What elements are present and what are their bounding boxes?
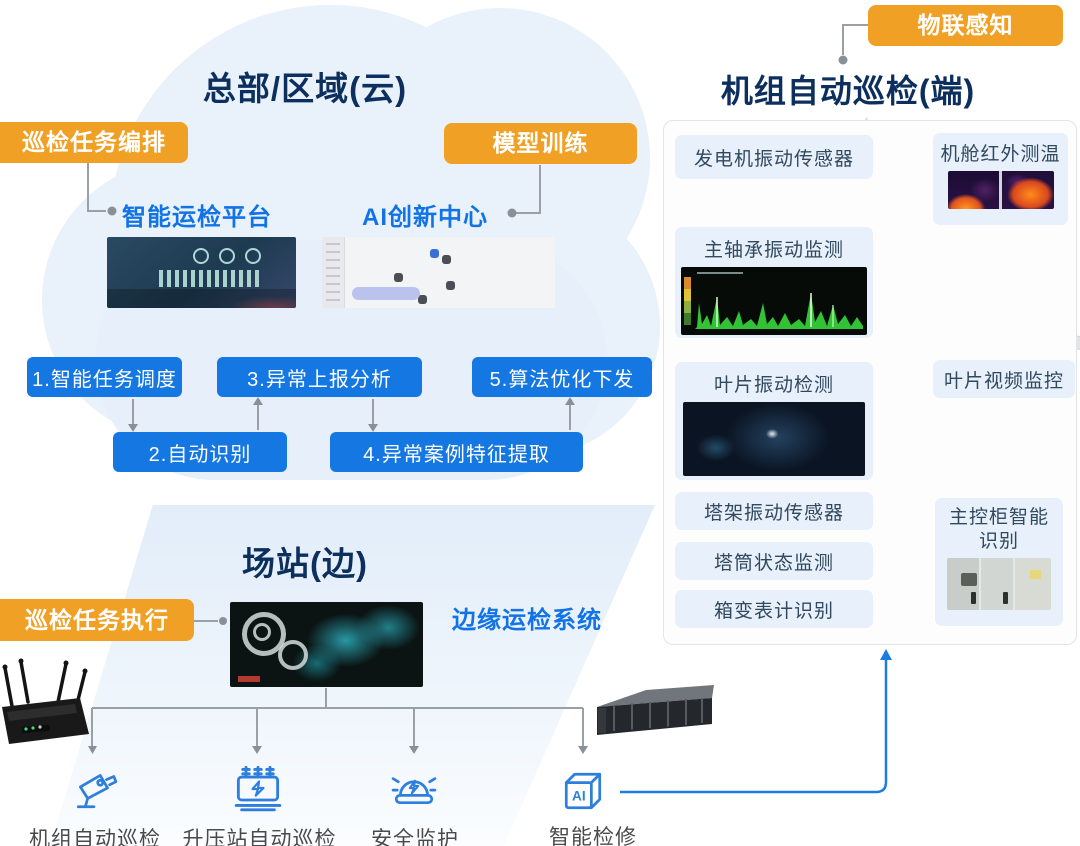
cabinet-warning-sticker bbox=[1030, 570, 1041, 579]
edge-system-heading: 边缘运检系统 bbox=[452, 607, 602, 634]
device-section-title: 机组自动巡检(端) bbox=[720, 73, 976, 109]
workflow-node bbox=[418, 295, 427, 304]
platform-heading: 智能运检平台 bbox=[122, 204, 272, 231]
dashboard-gauge bbox=[193, 248, 209, 264]
sensor-label: 主轴承振动监测 bbox=[703, 240, 844, 261]
sensor-tower-vibration: 塔架振动传感器 bbox=[675, 492, 873, 530]
dashboard-gauge bbox=[245, 248, 261, 264]
step-2-button: 2.自动识别 bbox=[113, 432, 287, 472]
status-red-bar bbox=[238, 676, 260, 682]
edge-system-screenshot bbox=[230, 602, 423, 687]
dashboard-footer-band bbox=[107, 289, 296, 308]
safety-alarm-icon bbox=[391, 777, 437, 805]
ai-cube-text: AI bbox=[572, 788, 586, 803]
badge-inspection-orchestration: 巡检任务编排 bbox=[0, 122, 188, 163]
gear-graphic bbox=[242, 612, 286, 656]
capability-label-substation-inspection: 升压站自动巡检 bbox=[182, 828, 337, 846]
sensor-box-transformer-meter: 箱变表计识别 bbox=[675, 590, 873, 628]
rack-server-illustration bbox=[597, 685, 714, 735]
badge-iot-sensing: 物联感知 bbox=[868, 5, 1063, 46]
badge-model-training: 模型训练 bbox=[444, 123, 637, 164]
sensor-blade-video: 叶片视频监控 bbox=[933, 360, 1075, 398]
capability-label-smart-maintenance: 智能检修 bbox=[549, 826, 637, 846]
capability-label-safety-monitoring: 安全监护 bbox=[371, 828, 459, 846]
thermal-frame-left bbox=[947, 171, 999, 209]
ai-center-screenshot bbox=[322, 237, 555, 308]
workflow-node-blue bbox=[430, 249, 439, 258]
workflow-node bbox=[446, 281, 455, 290]
sensor-generator-vibration: 发电机振动传感器 bbox=[675, 135, 873, 179]
control-cabinet-image bbox=[947, 558, 1051, 610]
step-5-button: 5.算法优化下发 bbox=[472, 357, 652, 397]
step-4-button: 4.异常案例特征提取 bbox=[330, 432, 583, 472]
cabinet-display bbox=[961, 573, 977, 586]
platform-dashboard-screenshot bbox=[107, 237, 296, 308]
substation-transformer-icon bbox=[234, 765, 282, 812]
camera-icon bbox=[76, 774, 118, 809]
dashboard-bar-chart bbox=[159, 270, 263, 287]
gear-graphic-small bbox=[278, 640, 308, 670]
workflow-node bbox=[442, 255, 451, 264]
step-3-button: 3.异常上报分析 bbox=[217, 357, 422, 397]
infrared-thermal-image bbox=[947, 171, 1054, 209]
sensor-nacelle-infrared: 机舱红外测温 bbox=[933, 133, 1068, 225]
gear-graphic-inner bbox=[253, 623, 271, 641]
dashboard-gauge bbox=[219, 248, 235, 264]
edge-router-illustration bbox=[2, 658, 89, 744]
cloud-section-title: 总部/区域(云) bbox=[202, 70, 408, 107]
sensor-label: 叶片振动检测 bbox=[713, 375, 834, 396]
cabinet-handle bbox=[971, 592, 976, 604]
thermal-frame-right bbox=[1002, 171, 1054, 209]
sensor-main-bearing-vibration: 主轴承振动监测 bbox=[675, 227, 873, 338]
ai-cube-icon: AI bbox=[564, 772, 602, 810]
blade-vibration-image bbox=[683, 402, 865, 476]
sensor-label: 主控柜智能识别 bbox=[949, 507, 1050, 552]
sensor-main-control-cabinet: 主控柜智能识别 bbox=[935, 498, 1063, 626]
sensor-tower-status: 塔筒状态监测 bbox=[675, 542, 873, 580]
vibration-spectrum-image bbox=[681, 267, 867, 335]
badge-inspection-execution: 巡检任务执行 bbox=[0, 599, 194, 641]
cabinet-handle bbox=[1003, 592, 1008, 604]
workflow-node bbox=[394, 273, 403, 282]
sidebar-lines bbox=[326, 243, 340, 301]
ai-center-sidebar bbox=[322, 237, 345, 308]
gray-connector-dots bbox=[88, 55, 848, 754]
ai-center-heading: AI创新中心 bbox=[362, 204, 488, 231]
capability-label-unit-inspection: 机组自动巡检 bbox=[29, 828, 161, 846]
sensor-blade-vibration: 叶片振动检测 bbox=[675, 362, 873, 480]
step-1-button: 1.智能任务调度 bbox=[27, 357, 182, 397]
gray-connectors bbox=[87, 24, 868, 746]
station-section-title: 场站(边) bbox=[242, 545, 368, 582]
sensor-label: 机舱红外测温 bbox=[940, 144, 1061, 165]
workflow-highlight-pill bbox=[352, 287, 420, 300]
